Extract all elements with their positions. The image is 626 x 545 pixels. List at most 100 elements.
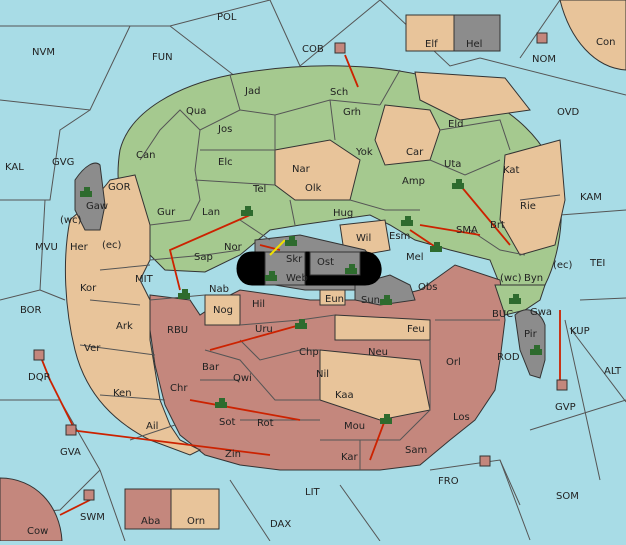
tank-icon[interactable] xyxy=(430,242,442,252)
tank-icon[interactable] xyxy=(452,179,464,189)
land-label: Elf xyxy=(425,39,438,50)
tank-icon[interactable] xyxy=(380,295,392,305)
land-label: Mel xyxy=(406,252,424,263)
land-label: Esm xyxy=(389,231,410,242)
land-label: Eun xyxy=(325,294,344,305)
land-label: Ost xyxy=(317,257,334,268)
fleet-icon[interactable] xyxy=(334,42,346,54)
land-label: Hil xyxy=(252,299,265,310)
sea-label: MIT xyxy=(135,274,154,285)
territory-hel[interactable] xyxy=(453,14,501,52)
land-label: Chr xyxy=(170,383,188,394)
land-label: Qua xyxy=(186,106,206,117)
tank-icon[interactable] xyxy=(530,345,542,355)
land-label: Car xyxy=(406,147,424,158)
sea-label: (wc) xyxy=(500,273,522,284)
land-label: Uta xyxy=(444,159,461,170)
sea-label: MVU xyxy=(35,242,58,253)
land-label: Hug xyxy=(333,208,353,219)
sea-label: KAL xyxy=(5,162,24,173)
land-label: Gwa xyxy=(530,307,552,318)
territory-orn[interactable] xyxy=(170,488,220,530)
land-label: Orl xyxy=(446,357,461,368)
land-label: Web xyxy=(286,273,308,284)
land-label: Ken xyxy=(113,388,132,399)
land-label: Brt xyxy=(490,220,505,231)
land-label: Wil xyxy=(356,233,371,244)
land-label: Rie xyxy=(520,201,536,212)
sea-label: BOR xyxy=(20,305,42,316)
land-label: Elc xyxy=(218,157,233,168)
land-label: Hel xyxy=(466,39,482,50)
land-label: Nab xyxy=(209,284,229,295)
tank-icon[interactable] xyxy=(295,319,307,329)
sea-label: (ec) xyxy=(102,240,122,251)
land-label: Nog xyxy=(213,305,233,316)
land-label: Orn xyxy=(187,516,205,527)
land-label: Jos xyxy=(217,124,232,135)
tank-icon[interactable] xyxy=(380,414,392,424)
land-label: Cow xyxy=(27,526,48,537)
land-label: Olk xyxy=(305,183,322,194)
tank-icon[interactable] xyxy=(241,206,253,216)
sea-label: TEI xyxy=(589,258,605,269)
sea-label: NVM xyxy=(32,47,55,58)
sea-label: KAM xyxy=(580,192,602,203)
fleet-icon[interactable] xyxy=(479,455,491,467)
land-label: Sun xyxy=(361,295,380,306)
land-label: Con xyxy=(596,37,615,48)
land-label: Her xyxy=(70,242,89,253)
land-label: Lan xyxy=(202,207,220,218)
fleet-icon[interactable] xyxy=(556,379,568,391)
land-label: Mou xyxy=(344,421,365,432)
sea-label: (ec) xyxy=(553,260,573,271)
tank-icon[interactable] xyxy=(215,398,227,408)
land-label: Pir xyxy=(524,329,538,340)
land-label: Zin xyxy=(225,449,241,460)
land-label-layer: Elf Hel Con Jad Sch Qua Grh Eld Jos Can … xyxy=(27,37,615,537)
tank-icon[interactable] xyxy=(80,187,92,197)
land-label: Grh xyxy=(343,107,361,118)
land-label: Kat xyxy=(503,165,520,176)
land-label: Los xyxy=(453,412,470,423)
sea-label: LIT xyxy=(305,487,321,498)
sea-label: SOM xyxy=(556,491,579,502)
sea-label: FRO xyxy=(438,476,459,487)
sea-label: FUN xyxy=(152,52,173,63)
land-label: Kaa xyxy=(335,390,354,401)
fleet-icon[interactable] xyxy=(536,32,548,44)
land-label: Tel xyxy=(252,184,266,195)
fleet-icon[interactable] xyxy=(65,424,77,436)
land-label: Yok xyxy=(355,147,373,158)
sea-label: GVG xyxy=(52,157,74,168)
land-label: Sot xyxy=(219,417,235,428)
sea-label: NOM xyxy=(532,54,556,65)
fleet-icon[interactable] xyxy=(33,349,45,361)
land-label: Bar xyxy=(202,362,220,373)
land-label: Sap xyxy=(194,252,213,263)
land-label: Byn xyxy=(524,273,543,284)
tank-icon[interactable] xyxy=(178,289,190,299)
land-label: Sch xyxy=(330,87,348,98)
tank-icon[interactable] xyxy=(285,236,297,246)
tank-icon[interactable] xyxy=(265,271,277,281)
sea-label: (wc) xyxy=(60,215,82,226)
tank-icon[interactable] xyxy=(509,294,521,304)
land-label: Skr xyxy=(286,254,303,265)
tank-icon[interactable] xyxy=(345,264,357,274)
land-label: Gaw xyxy=(86,201,108,212)
fleets xyxy=(33,32,568,501)
sea-label: ROD xyxy=(497,352,520,363)
land-label: Rot xyxy=(257,418,274,429)
land-label: Nor xyxy=(224,242,243,253)
land-label: Gur xyxy=(157,207,176,218)
fleet-icon[interactable] xyxy=(83,489,95,501)
sea-label: GVP xyxy=(555,402,576,413)
sea-label: DQR xyxy=(28,372,51,383)
land-label: Feu xyxy=(407,324,425,335)
tank-icon[interactable] xyxy=(401,216,413,226)
land-label: Ail xyxy=(146,421,158,432)
